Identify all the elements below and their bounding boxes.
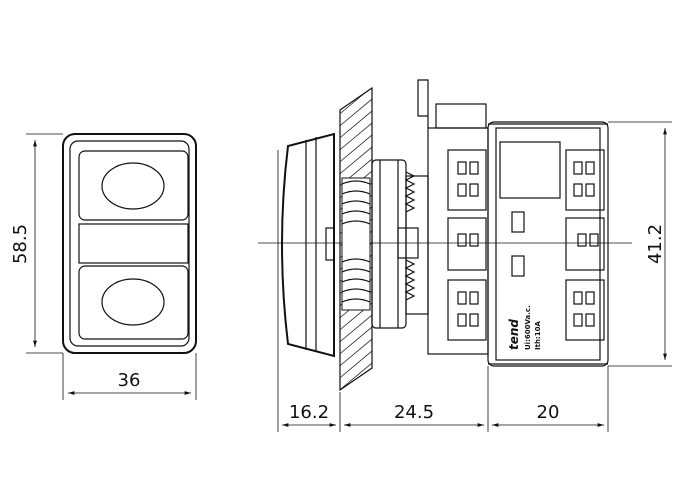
front-bezel-inner bbox=[69, 140, 190, 347]
dim-side-height: 41.2 bbox=[608, 121, 672, 367]
mounting-panel bbox=[339, 86, 373, 392]
depth-c-label: 20 bbox=[537, 402, 560, 423]
side-view: tend Ui:600Va.c. Ith:10A bbox=[258, 79, 632, 392]
side-height-label: 41.2 bbox=[645, 224, 666, 264]
top-button-housing bbox=[78, 150, 189, 221]
dim-front-height: 58.5 bbox=[10, 133, 63, 354]
dim-front-width: 36 bbox=[62, 353, 197, 400]
front-view bbox=[62, 133, 197, 354]
contact-block: tend Ui:600Va.c. Ith:10A bbox=[417, 79, 609, 367]
rating-label: tend Ui:600Va.c. Ith:10A bbox=[507, 305, 542, 350]
front-bezel-outer bbox=[62, 133, 197, 354]
current-label: Ith:10A bbox=[534, 321, 542, 350]
depth-b-label: 24.5 bbox=[394, 402, 434, 423]
voltage-label: Ui:600Va.c. bbox=[524, 305, 532, 350]
dim-depths: 16.2 24.5 20 bbox=[277, 150, 609, 432]
front-cap bbox=[281, 132, 335, 358]
bottom-button-housing bbox=[78, 265, 189, 340]
center-separator bbox=[78, 223, 189, 264]
depth-a-label: 16.2 bbox=[289, 402, 329, 423]
front-width-label: 36 bbox=[118, 370, 141, 391]
bottom-button-lens bbox=[101, 278, 165, 326]
front-height-label: 58.5 bbox=[10, 224, 31, 264]
top-button-lens bbox=[101, 162, 165, 210]
brand-label: tend bbox=[507, 319, 521, 350]
mounting-nut bbox=[371, 159, 429, 329]
